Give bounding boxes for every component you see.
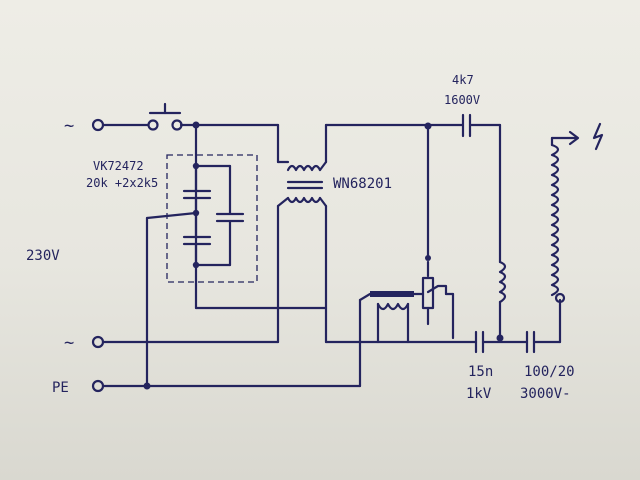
transformer [276,123,328,344]
trigger-transformer [358,291,414,344]
terminal-line-a [91,118,105,132]
hv-coil [550,130,580,304]
terminal-line-b-label: ~ [64,333,74,353]
terminal-line-b [91,335,105,349]
hv-cap-value: 4k7 [452,73,474,87]
spark-icon [592,122,604,151]
capacitor-block-values: 20k +2x2k5 [86,176,158,190]
capacitor-block-part: VK72472 [93,159,144,173]
push-switch [101,102,198,131]
small-cap-rating: 1kV [466,386,492,402]
wire-top-right [324,122,464,261]
wire-bottom-rail [324,298,562,354]
small-cap-value: 15n [468,364,493,380]
output-cap-value: 100/20 [524,364,575,380]
terminal-pe-label: PE [52,380,69,396]
spark-gap [412,260,455,340]
terminal-pe [91,379,105,393]
coil-inductor [496,260,507,342]
capacitor-block [166,154,258,283]
transformer-label: WN68201 [333,176,392,192]
terminal-line-a-label: ~ [64,116,74,136]
capacitor-4k7 [461,113,502,264]
hv-cap-rating: 1600V [444,93,480,107]
wire-line-b [101,204,328,344]
supply-label: 230V [26,248,60,264]
output-cap-rating: 3000V- [520,386,571,402]
wire-pe-branch [101,211,362,390]
